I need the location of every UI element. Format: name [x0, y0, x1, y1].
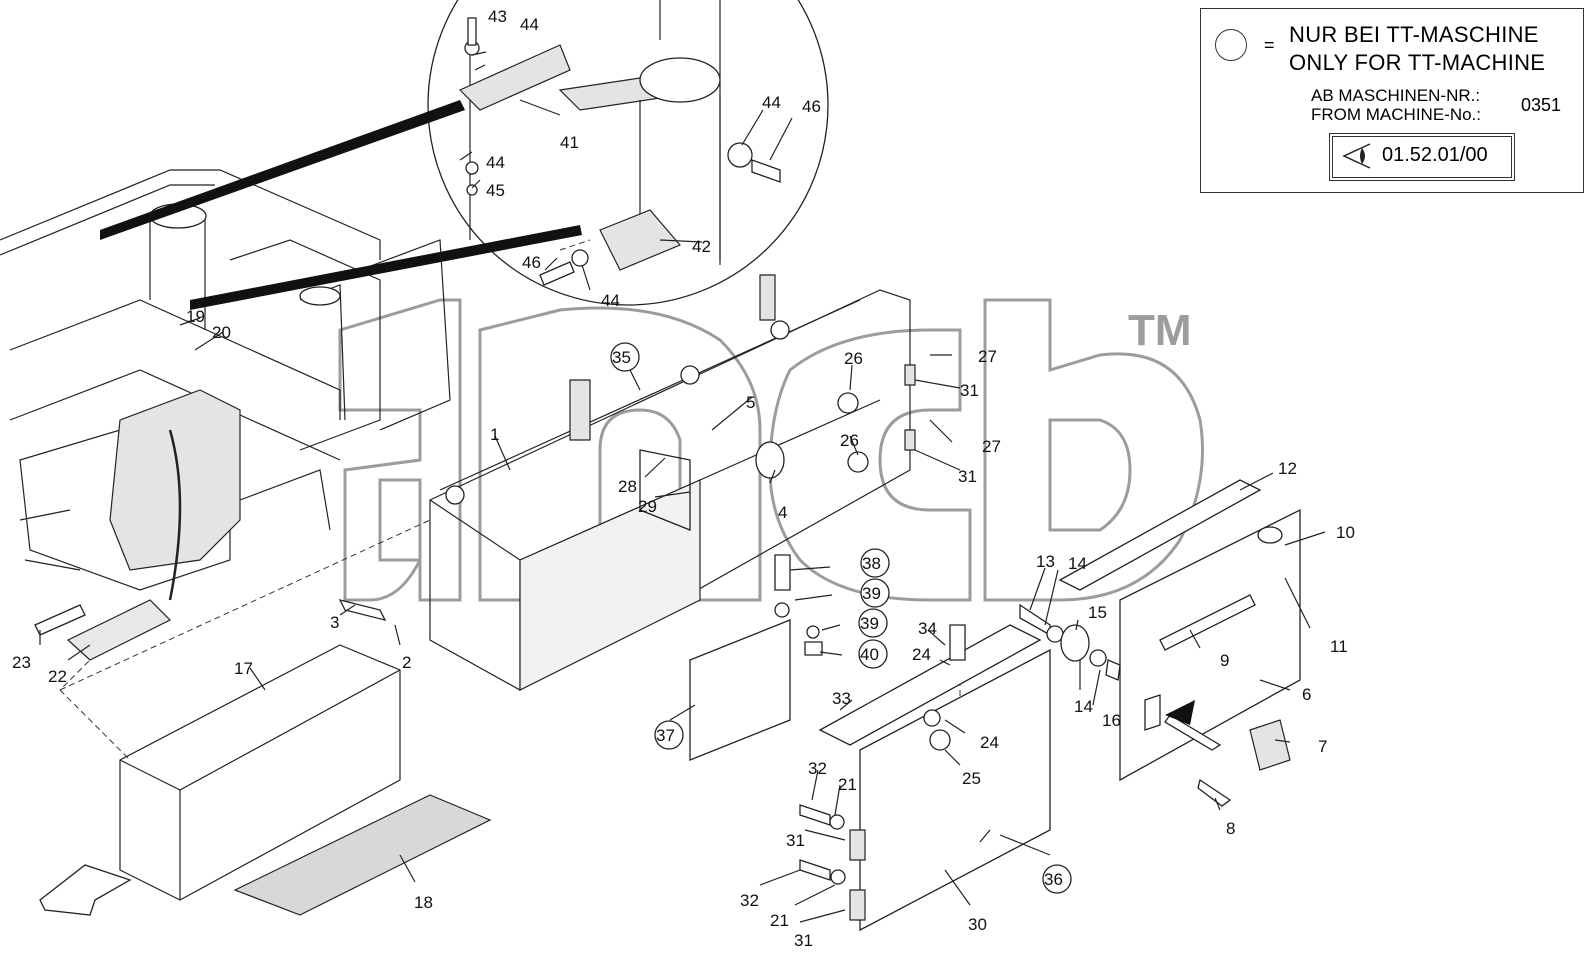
label-38: 38: [862, 554, 881, 573]
legend-equals: =: [1264, 35, 1275, 55]
label-44-top: 44: [520, 15, 539, 34]
label-35: 35: [612, 348, 631, 367]
label-11: 11: [1330, 637, 1348, 656]
label-31-door-top: 31: [786, 831, 805, 850]
label-31-mid: 31: [958, 467, 977, 486]
view-eye-icon: [1342, 143, 1371, 169]
label-42: 42: [692, 237, 711, 256]
label-26-bottom: 26: [840, 431, 859, 450]
label-26-top: 26: [844, 349, 863, 368]
label-19: 19: [186, 307, 205, 326]
label-45: 45: [486, 181, 505, 200]
label-6: 6: [1302, 685, 1311, 704]
lower-parts: [34, 599, 492, 916]
label-33: 33: [832, 689, 851, 708]
label-31-top: 31: [960, 381, 979, 400]
legend-text-en: ONLY FOR TT-MACHINE: [1289, 50, 1546, 75]
label-21-bottom: 21: [770, 911, 789, 930]
label-8: 8: [1226, 819, 1235, 838]
label-27-top: 27: [978, 347, 997, 366]
label-44-bottom: 44: [601, 291, 620, 310]
label-37: 37: [656, 726, 675, 745]
watermark-logo: TM: [338, 298, 1204, 602]
label-21-top: 21: [838, 775, 857, 794]
legend-box: = NUR BEI TT-MASCHINE ONLY FOR TT-MACHIN…: [1200, 8, 1584, 193]
label-29: 29: [638, 497, 657, 516]
label-36: 36: [1044, 870, 1063, 889]
label-39-bottom: 39: [860, 614, 879, 633]
label-28: 28: [618, 477, 637, 496]
label-1: 1: [490, 425, 499, 444]
label-23: 23: [12, 653, 31, 672]
leader-lines: [39, 51, 1326, 923]
label-43: 43: [488, 7, 507, 26]
circled-labels: 35 38 39 39 40 37 36: [610, 342, 1072, 894]
label-40: 40: [860, 645, 879, 664]
label-12: 12: [1278, 459, 1297, 478]
label-31-door-bottom: 31: [794, 931, 813, 950]
label-13: 13: [1036, 552, 1055, 571]
label-17: 17: [234, 659, 253, 678]
label-44-mid: 44: [486, 153, 505, 172]
label-18: 18: [414, 893, 433, 912]
label-2: 2: [402, 653, 411, 672]
part-labels: 43 44 41 44 45 44 46 42 46 44 19 20 1 5 …: [12, 7, 1355, 950]
label-46-left: 46: [522, 253, 541, 272]
label-7: 7: [1318, 737, 1327, 756]
watermark-tm: TM: [1128, 306, 1192, 355]
label-44-right: 44: [762, 93, 781, 112]
label-10: 10: [1336, 523, 1355, 542]
legend-from-de: AB MASCHINEN-NR.:: [1311, 86, 1481, 105]
legend-from-en: FROM MACHINE-No.:: [1311, 105, 1481, 124]
label-14-bottom: 14: [1074, 697, 1093, 716]
label-20: 20: [212, 323, 231, 342]
door-assembly: [689, 479, 1301, 932]
label-39-top: 39: [862, 584, 881, 603]
label-16: 16: [1102, 711, 1121, 730]
label-27-bottom: 27: [982, 437, 1001, 456]
label-30: 30: [968, 915, 987, 934]
reference-number: 01.52.01/00: [1382, 144, 1488, 166]
machine-frame: [0, 169, 451, 601]
label-5: 5: [746, 393, 755, 412]
tt-marker-circle-icon: [1215, 29, 1247, 61]
label-14-top: 14: [1068, 554, 1087, 573]
label-32-top: 32: [808, 759, 827, 778]
label-15: 15: [1088, 603, 1107, 622]
label-24-top: 24: [912, 645, 931, 664]
legend-machine-number: 0351: [1521, 95, 1562, 115]
label-25: 25: [962, 769, 981, 788]
legend-text-de: NUR BEI TT-MASCHINE: [1289, 22, 1539, 47]
label-3: 3: [330, 613, 339, 632]
label-22: 22: [48, 667, 67, 686]
label-9: 9: [1220, 651, 1229, 670]
label-32-bottom: 32: [740, 891, 759, 910]
reference-box: 01.52.01/00: [1329, 133, 1515, 181]
label-46-right: 46: [802, 97, 821, 116]
detail-view: [100, 0, 829, 310]
label-41: 41: [560, 133, 579, 152]
label-24-bottom: 24: [980, 733, 999, 752]
cabinet-box: [429, 274, 916, 691]
label-4: 4: [778, 503, 787, 522]
label-34: 34: [918, 619, 937, 638]
